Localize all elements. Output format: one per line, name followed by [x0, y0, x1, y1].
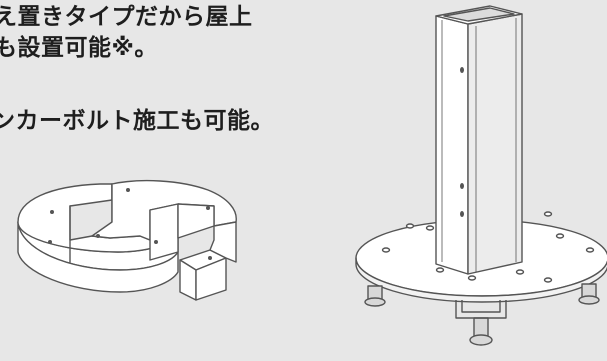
description-line-3: ンカーボルト施工も可能。: [0, 108, 274, 134]
pole-base-illustration: [355, 5, 607, 346]
description-line-2: も設置可能※。: [0, 35, 158, 61]
concrete-weight-illustration: [17, 179, 237, 301]
description-line-1: え置きタイプだから屋上: [0, 4, 253, 30]
